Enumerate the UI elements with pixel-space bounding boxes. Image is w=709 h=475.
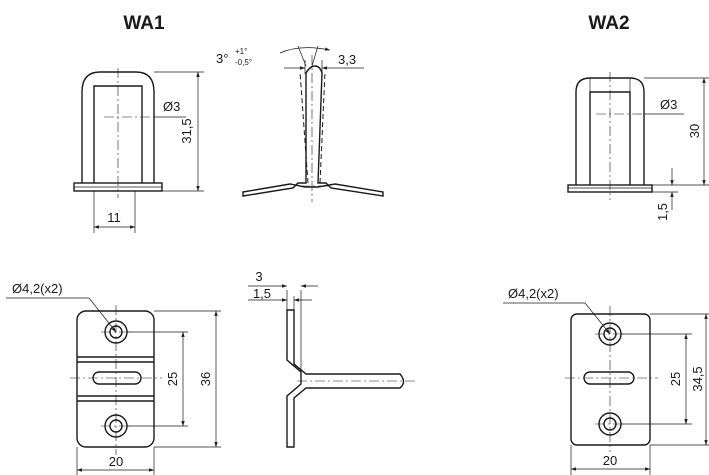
wa1-angle-label: 3° <box>216 51 228 66</box>
wa1-profile-offset-label: 3 <box>255 269 262 284</box>
wa1-plate-view: Ø4,2(x2) 25 36 20 <box>6 281 221 475</box>
wa1-thickness-label: 3,3 <box>338 52 356 67</box>
wa2-hole-dia-label: Ø3 <box>660 97 677 112</box>
wa1-width-label: 11 <box>107 210 121 225</box>
wa1-height-label: 31,5 <box>179 118 194 143</box>
wa1-front-view: Ø3 31,5 11 <box>73 68 204 233</box>
wa1-plate-width-label: 20 <box>109 454 123 469</box>
wa1-plate-height-label: 36 <box>198 372 213 386</box>
wa1-profile-view: 3 1,5 <box>248 269 418 448</box>
wa2-plate-height-label: 34,5 <box>690 366 705 391</box>
wa1-title: WA1 <box>123 13 165 34</box>
wa1-angle-minus-label: -0,5° <box>235 58 252 67</box>
wa2-plate-view: Ø4,2(x2) 25 34,5 20 <box>503 286 709 475</box>
wa1-hole-dia-label: Ø3 <box>163 99 180 114</box>
wa1-angle-plus-label: +1° <box>235 47 247 56</box>
wa1-profile-thickness-label: 1,5 <box>253 286 271 301</box>
wa2-hole-spacing-label: 25 <box>668 372 683 386</box>
wa1-hole-callout: Ø4,2(x2) <box>12 281 63 296</box>
wa1-hole-spacing-label: 25 <box>165 372 180 386</box>
wa2-hole-callout: Ø4,2(x2) <box>508 286 559 301</box>
wa2-front-view: Ø3 30 1,5 <box>567 72 709 221</box>
wa2-plate-width-label: 20 <box>603 453 617 468</box>
wa2-title: WA2 <box>588 13 629 34</box>
wa1-side-view: 3° +1° -0,5° 3,3 <box>216 45 384 202</box>
wa2-height-label: 30 <box>687 124 702 138</box>
wa2-base-label: 1,5 <box>655 203 670 221</box>
